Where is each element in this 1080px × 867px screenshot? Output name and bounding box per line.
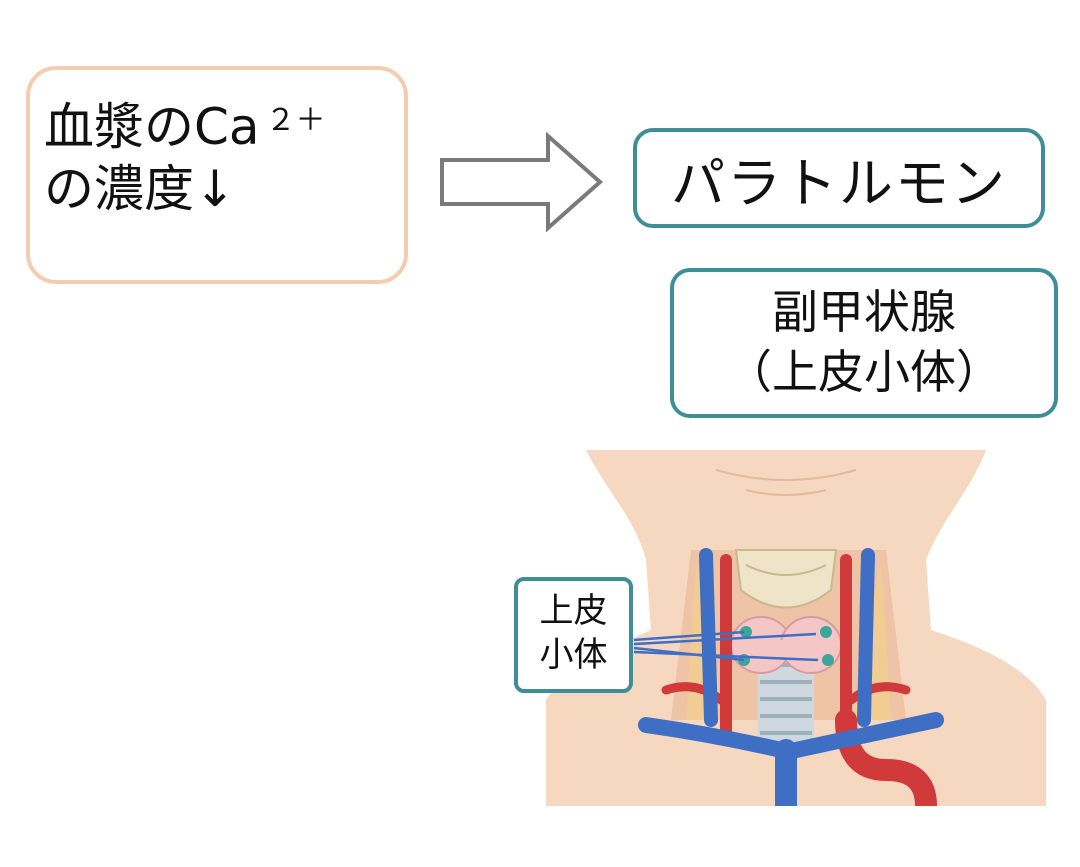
- thyroid-cartilage: [734, 549, 838, 609]
- hormone-box: パラトルモン: [633, 128, 1045, 228]
- label-pointer-lines: [633, 630, 819, 662]
- thyroid-isthmus: [771, 640, 801, 658]
- condition-superscript: ２＋: [265, 103, 326, 138]
- label-line2: 小体: [539, 635, 608, 675]
- hormone-label: パラトルモン: [671, 151, 1007, 215]
- block-arrow-right-icon: [440, 132, 604, 232]
- condition-line2: の濃度↓: [44, 160, 236, 218]
- gland-box: 副甲状腺 （上皮小体）: [670, 268, 1058, 418]
- parathyroid-label-box: 上皮 小体: [514, 577, 633, 693]
- label-line1: 上皮: [539, 591, 608, 631]
- chin-line: [715, 469, 857, 481]
- gland-line2: （上皮小体）: [726, 345, 1002, 399]
- chin-crease: [745, 489, 827, 496]
- gland-line1: 副甲状腺: [772, 285, 956, 339]
- veins: [638, 548, 944, 806]
- neck-anatomy-illustration: [546, 450, 1046, 806]
